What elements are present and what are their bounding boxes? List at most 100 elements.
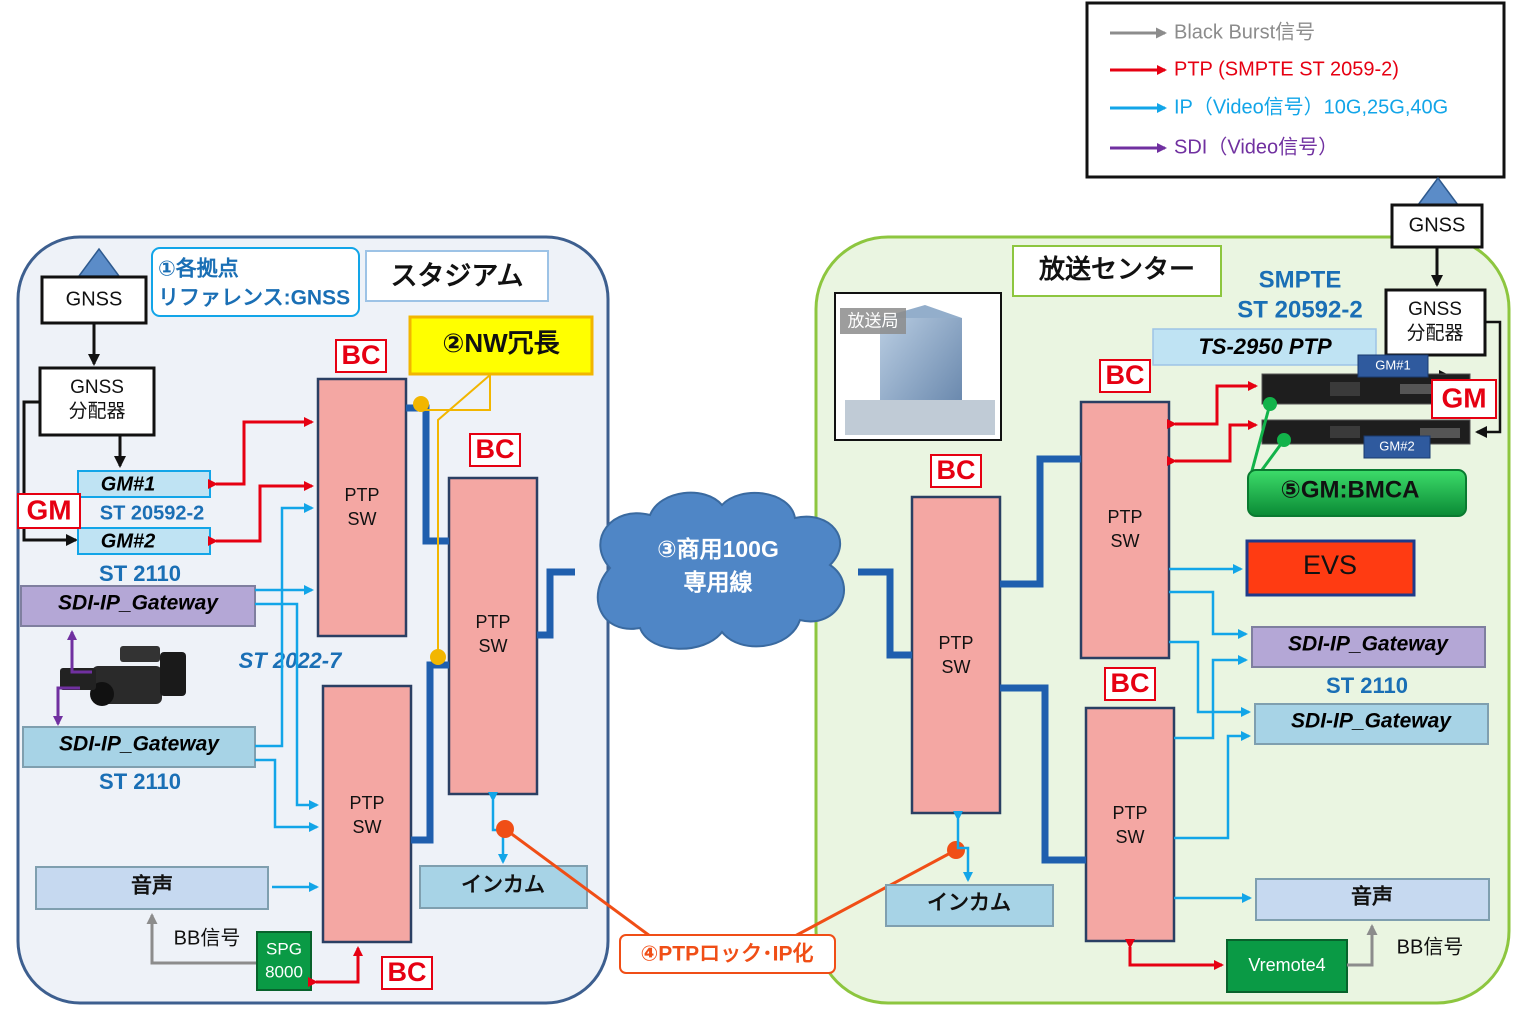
- cloud-label-line1: ③商用100G: [657, 536, 779, 562]
- reference-callout-line2: リファレンス:GNSS: [158, 287, 350, 310]
- stadium-audio-label: 音声: [131, 874, 173, 898]
- broadcast-gateway1-label: SDI-IP_Gateway: [1288, 633, 1449, 656]
- stadium-gm1-label: GM#1: [101, 473, 155, 495]
- broadcast-gateway2-label: SDI-IP_Gateway: [1291, 710, 1452, 733]
- stadium-bc-2-label: BC: [476, 434, 515, 464]
- redundancy-leader-1: [421, 375, 491, 411]
- stadium-gm-badge: [17, 493, 81, 529]
- broadcast-intercom-box: [885, 884, 1054, 927]
- stadium-bb-label: BB信号: [174, 926, 241, 949]
- redundancy-callout-box: [408, 315, 594, 376]
- broadcast-gateway1-box: [1251, 626, 1486, 668]
- stadium-ptp-sw-3: [321, 684, 413, 944]
- stadium-ptp-sw-1-l2: SW: [348, 509, 377, 529]
- vremote-to-audio-bb: [1347, 924, 1378, 967]
- camera-to-gateway2-sdi: [53, 686, 80, 726]
- broadcast-ptp-sw-1: [910, 495, 1002, 815]
- legend-ip-label: IP（Video信号）10G,25G,40G: [1174, 95, 1448, 118]
- cloud-label-line2: 専用線: [684, 569, 753, 595]
- ip-sw1-intercom-b: [953, 811, 973, 882]
- ip-gw1-sw3: [255, 602, 319, 810]
- redundancy-dot-1: [413, 396, 429, 412]
- broadcast-ptp-sw-3-l1: PTP: [1112, 803, 1147, 823]
- redundancy-callout-label: ②NW冗長: [442, 328, 560, 358]
- broadcast-antenna-icon: [1416, 176, 1460, 206]
- redundancy-dot-2: [430, 649, 446, 665]
- broadcast-gnss-splitter-box: [1384, 288, 1487, 357]
- stadium-intercom-label: インカム: [461, 874, 545, 897]
- stadium-gateway2-label: SDI-IP_Gateway: [59, 733, 220, 756]
- broadcast-trunk-cloud-sw1: [858, 568, 912, 659]
- broadcast-station-photo: 放送局: [834, 292, 1002, 441]
- reference-callout-line1: ①各拠点: [158, 257, 239, 281]
- ptp-lock-callout-box: [619, 934, 836, 974]
- camera-to-gateway1-sdi: [67, 630, 92, 674]
- stadium-gateway2-box: [22, 726, 256, 768]
- vremote-box: [1226, 939, 1348, 993]
- stadium-ptp-sw-1-l1: PTP: [344, 485, 379, 505]
- stadium-gm-badge-label: GM: [26, 494, 71, 525]
- broadcast-ts-box: [1152, 328, 1377, 366]
- vremote-label: Vremote4: [1248, 955, 1325, 975]
- redundancy-leader-2: [437, 374, 491, 657]
- broadcast-ptp-sw-2: [1079, 400, 1171, 660]
- splitter-to-gm2-b: [1475, 320, 1502, 438]
- stadium-gnss-box: [40, 275, 148, 325]
- stadium-ptp-sw-3-l2: SW: [353, 817, 382, 837]
- stadium-audio-box: [35, 866, 269, 910]
- broadcast-trunk-sw1-sw2: [1000, 455, 1081, 588]
- bmca-callout-box: [1247, 469, 1467, 517]
- broadcast-ptp-sw-2-l1: PTP: [1107, 507, 1142, 527]
- stadium-gm-standard: ST 20592-2: [100, 502, 205, 524]
- broadcast-gm1-tag: [1357, 354, 1429, 378]
- stadium-title: スタジアム: [390, 261, 523, 291]
- ptp-lock-leader-right: [794, 848, 957, 938]
- broadcast-bc-3-label: BC: [1111, 668, 1150, 698]
- broadcast-ptp-sw-3-l2: SW: [1116, 827, 1145, 847]
- broadcast-gm1-label: GM#1: [1375, 357, 1410, 372]
- ptp-spg-sw3: [308, 946, 363, 987]
- stadium-title-box: [365, 250, 549, 302]
- ip-gw2-sw3: [255, 758, 319, 832]
- broadcast-bc-1-label: BC: [937, 455, 976, 485]
- spg-label-line2: 8000: [265, 962, 303, 981]
- broadcast-bc-2: [1099, 359, 1151, 393]
- broadcast-gnss-splitter-line2: 分配器: [1406, 322, 1463, 344]
- stadium-ptp-sw-1: [316, 377, 408, 638]
- stadium-gnss-label: GNSS: [66, 288, 123, 310]
- evs-box: [1245, 539, 1416, 597]
- broadcast-st2110: ST 2110: [1326, 673, 1408, 698]
- ptp-lock-dot-right: [947, 841, 965, 859]
- ptp-lock-leader-left: [504, 827, 651, 938]
- broadcast-gm-badge-label: GM: [1441, 382, 1486, 413]
- bmca-dot-2: [1277, 433, 1291, 447]
- broadcast-ptp-sw-1-l2: SW: [942, 657, 971, 677]
- broadcast-trunk-sw1-sw3: [1000, 684, 1086, 864]
- stadium-intercom-box: [419, 865, 588, 909]
- broadcast-bb-label: BB信号: [1397, 935, 1464, 958]
- broadcast-gateway2-box: [1254, 703, 1489, 745]
- ptp-lock-callout-label: ④PTPロック･IP化: [641, 942, 814, 966]
- legend-bb-label: Black Burst信号: [1174, 20, 1315, 43]
- stadium-gnss-splitter-line1: GNSS: [70, 377, 124, 398]
- stadium-trunk-sw3-sw2: [411, 661, 449, 844]
- stadium-bc-3-label: BC: [388, 957, 427, 987]
- ip-sw2-gw1-b: [1169, 590, 1248, 639]
- legend-sdi-label: SDI（Video信号）: [1174, 135, 1338, 158]
- evs-label: EVS: [1303, 550, 1357, 580]
- bmca-callout-label: ⑤GM:BMCA: [1281, 476, 1420, 503]
- stadium-gnss-splitter-box: [38, 366, 156, 437]
- stadium-ptp-sw-2-l2: SW: [479, 636, 508, 656]
- ptp-lock-dot-left: [496, 820, 514, 838]
- stadium-bc-3: [381, 956, 433, 990]
- stadium-ptp-sw-2-l1: PTP: [475, 612, 510, 632]
- broadcast-bc-2-label: BC: [1106, 360, 1145, 390]
- ptp-gm2-sw2-b: [1167, 420, 1258, 466]
- stadium-ptp-sw-2: [447, 476, 539, 796]
- stadium-st2110-bottom: ST 2110: [99, 769, 181, 794]
- spg-label-line1: SPG: [266, 939, 302, 958]
- broadcast-audio-label: 音声: [1351, 885, 1393, 909]
- broadcast-smpte-line1: SMPTE: [1259, 266, 1342, 293]
- stadium-st2110-top: ST 2110: [99, 561, 181, 586]
